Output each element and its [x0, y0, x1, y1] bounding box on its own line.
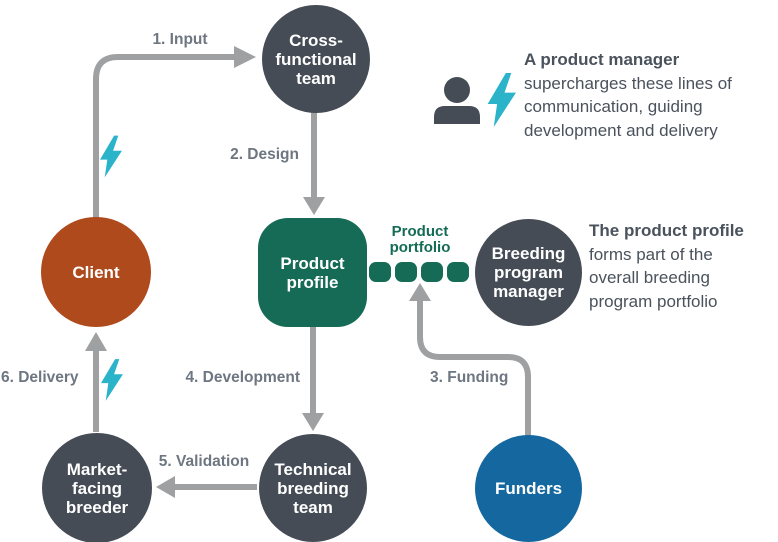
node-cross-functional-team-label: Cross- functional team — [275, 30, 357, 88]
annotation-portfolio-note-text: forms part of the overall breeding progr… — [589, 244, 718, 311]
portfolio-dash — [447, 262, 469, 282]
annotation-product-manager-lead: A product manager — [524, 50, 680, 69]
annotation-portfolio-note-lead: The product profile — [589, 221, 744, 240]
arrowhead-validation — [156, 476, 175, 498]
arrow-input — [93, 54, 234, 218]
step-label-development: 4. Development — [185, 369, 300, 386]
node-breeding-program-manager-label: Breeding program manager — [491, 244, 566, 301]
node-funders: Funders — [475, 435, 582, 542]
node-product-profile: Product profile — [258, 218, 367, 327]
annotation-product-manager: A product manager supercharges these lin… — [524, 48, 778, 142]
node-breeding-program-manager: Breeding program manager — [475, 219, 582, 326]
node-market-facing-breeder-label: Market- facing breeder — [65, 459, 129, 517]
node-product-profile-label: Product profile — [280, 253, 345, 292]
node-cross-functional-team: Cross- functional team — [262, 5, 370, 113]
node-funders-label: Funders — [494, 479, 563, 498]
arrowhead-delivery — [85, 332, 107, 351]
node-market-facing-breeder: Market- facing breeder — [42, 433, 152, 542]
node-technical-breeding-team: Technical breeding team — [259, 434, 367, 542]
step-label-funding: 3. Funding — [430, 369, 509, 386]
arrowhead-design — [303, 197, 325, 215]
arrowhead-funding — [409, 283, 431, 301]
portfolio-dash — [421, 262, 443, 282]
annotation-portfolio-note: The product profile forms part of the ov… — [589, 219, 778, 313]
portfolio-label: Product portfolio — [389, 223, 451, 256]
portfolio-dash — [395, 262, 417, 282]
node-technical-breeding-team-label: Technical breeding team — [274, 459, 352, 517]
step-label-delivery: 6. Delivery — [1, 369, 79, 386]
lightning-icon — [101, 359, 123, 401]
lightning-icon — [100, 135, 122, 178]
step-label-validation: 5. Validation — [158, 453, 250, 470]
node-client: Client — [41, 217, 151, 327]
arrowhead-input — [234, 46, 256, 68]
arrowhead-development — [302, 413, 324, 431]
node-client-label: Client — [72, 262, 120, 282]
lightning-icon — [487, 73, 516, 127]
portfolio-dash — [369, 262, 391, 282]
annotation-product-manager-text: supercharges these lines of communicatio… — [524, 73, 732, 140]
step-label-design: 2. Design — [230, 146, 299, 163]
arrow-funding — [417, 301, 531, 436]
person-icon — [434, 77, 480, 124]
step-label-input: 1. Input — [152, 31, 208, 48]
